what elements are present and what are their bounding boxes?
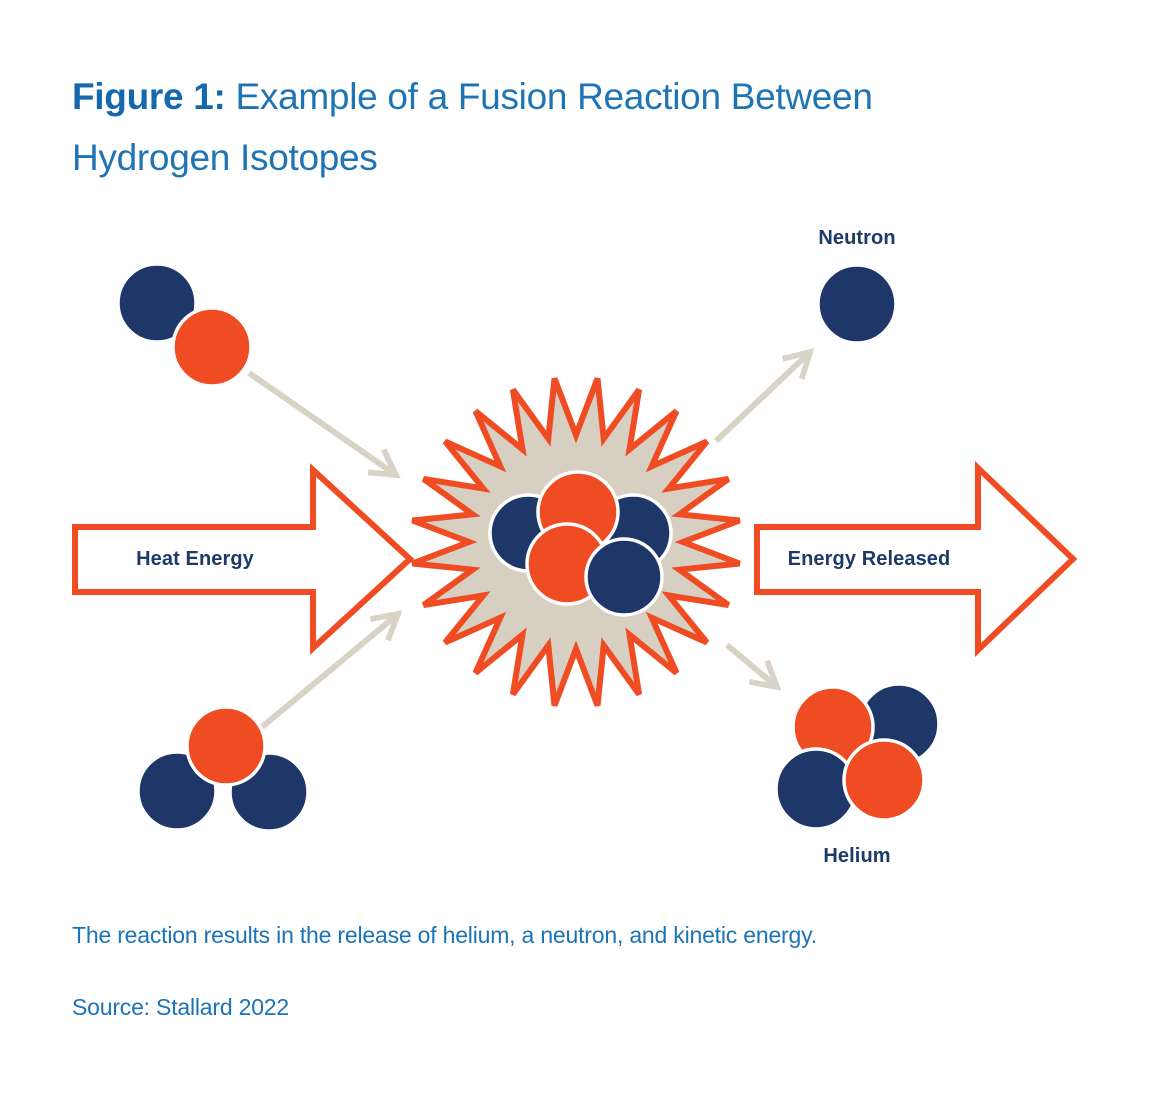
energy-released-label: Energy Released	[787, 548, 951, 570]
helium-atom	[774, 682, 941, 831]
core-to-helium-arrow-icon	[725, 642, 777, 687]
figure-caption: The reaction results in the release of h…	[72, 922, 817, 948]
figure-source: Source: Stallard 2022	[72, 994, 289, 1020]
heat-energy-arrow-icon	[72, 463, 415, 655]
neutron-label: Neutron	[818, 227, 896, 249]
deuterium-atom	[116, 262, 253, 388]
nucleus-neutron-bottom-icon	[584, 537, 664, 617]
neutron-particle-icon	[816, 263, 898, 345]
figure-number: Figure 1:	[72, 76, 226, 117]
deuterium-to-core-arrow-icon	[247, 370, 396, 475]
deuterium-neutron-icon	[116, 262, 198, 344]
energy-released-arrow-icon	[754, 460, 1078, 658]
helium-proton-bottom-icon	[842, 738, 926, 822]
core-to-neutron-arrow-icon	[713, 352, 810, 444]
tritium-atom	[136, 705, 310, 833]
heat-energy-label: Heat Energy	[136, 548, 254, 570]
helium-label: Helium	[823, 845, 891, 867]
figure-title-line1: Example of a Fusion Reaction Between	[235, 76, 873, 117]
tritium-to-core-arrow-icon	[260, 614, 398, 730]
figure-title-line2: Hydrogen Isotopes	[72, 137, 378, 178]
figure-title: Figure 1:Example of a Fusion Reaction Be…	[72, 66, 1032, 188]
tritium-proton-icon	[185, 705, 267, 787]
deuterium-proton-icon	[171, 306, 253, 388]
connector-arrows	[247, 352, 810, 730]
fused-nucleus	[488, 470, 673, 617]
